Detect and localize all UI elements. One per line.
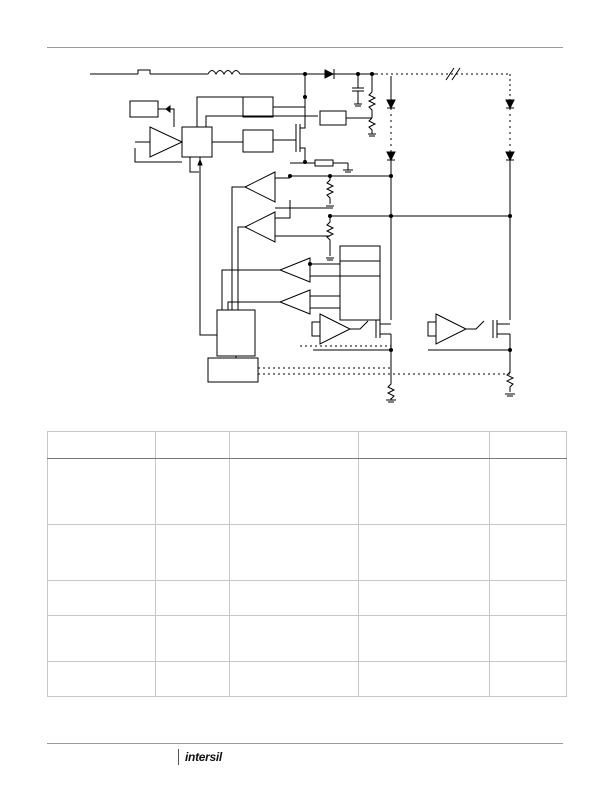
table-cell — [47, 524, 156, 581]
table-cell — [155, 580, 230, 616]
table-cell — [47, 580, 156, 616]
table-cell — [155, 524, 230, 581]
table-cell — [47, 458, 156, 525]
table-cell — [155, 458, 230, 525]
column-header — [489, 431, 567, 459]
logo-divider — [178, 749, 179, 765]
company-logo: intersil — [178, 749, 222, 765]
column-header — [358, 431, 490, 459]
table-cell — [358, 615, 490, 662]
table-row — [47, 524, 567, 581]
table-cell — [229, 524, 359, 581]
table-cell — [47, 615, 156, 662]
table-cell — [229, 580, 359, 616]
table-cell — [489, 580, 567, 616]
logo-text: intersil — [185, 750, 222, 764]
data-table — [47, 431, 567, 697]
table-cell — [229, 661, 359, 697]
table-cell — [47, 661, 156, 697]
table-cell — [489, 661, 567, 697]
table-row — [47, 615, 567, 662]
table-cell — [489, 615, 567, 662]
column-header — [229, 431, 359, 459]
footer-rule — [47, 743, 563, 744]
table-cell — [358, 661, 490, 697]
column-header — [47, 431, 156, 459]
table-cell — [358, 524, 490, 581]
table-cell — [155, 661, 230, 697]
table-cell — [229, 458, 359, 525]
table-cell — [155, 615, 230, 662]
table-cell — [229, 615, 359, 662]
table-cell — [489, 458, 567, 525]
table-cell — [489, 524, 567, 581]
table-row — [47, 661, 567, 697]
table-row — [47, 580, 567, 616]
top-rule — [47, 47, 563, 48]
table-cell — [358, 458, 490, 525]
table-cell — [358, 580, 490, 616]
table-row — [47, 458, 567, 525]
circuit-schematic — [90, 67, 515, 403]
column-header — [155, 431, 230, 459]
table-header-row — [47, 431, 567, 459]
